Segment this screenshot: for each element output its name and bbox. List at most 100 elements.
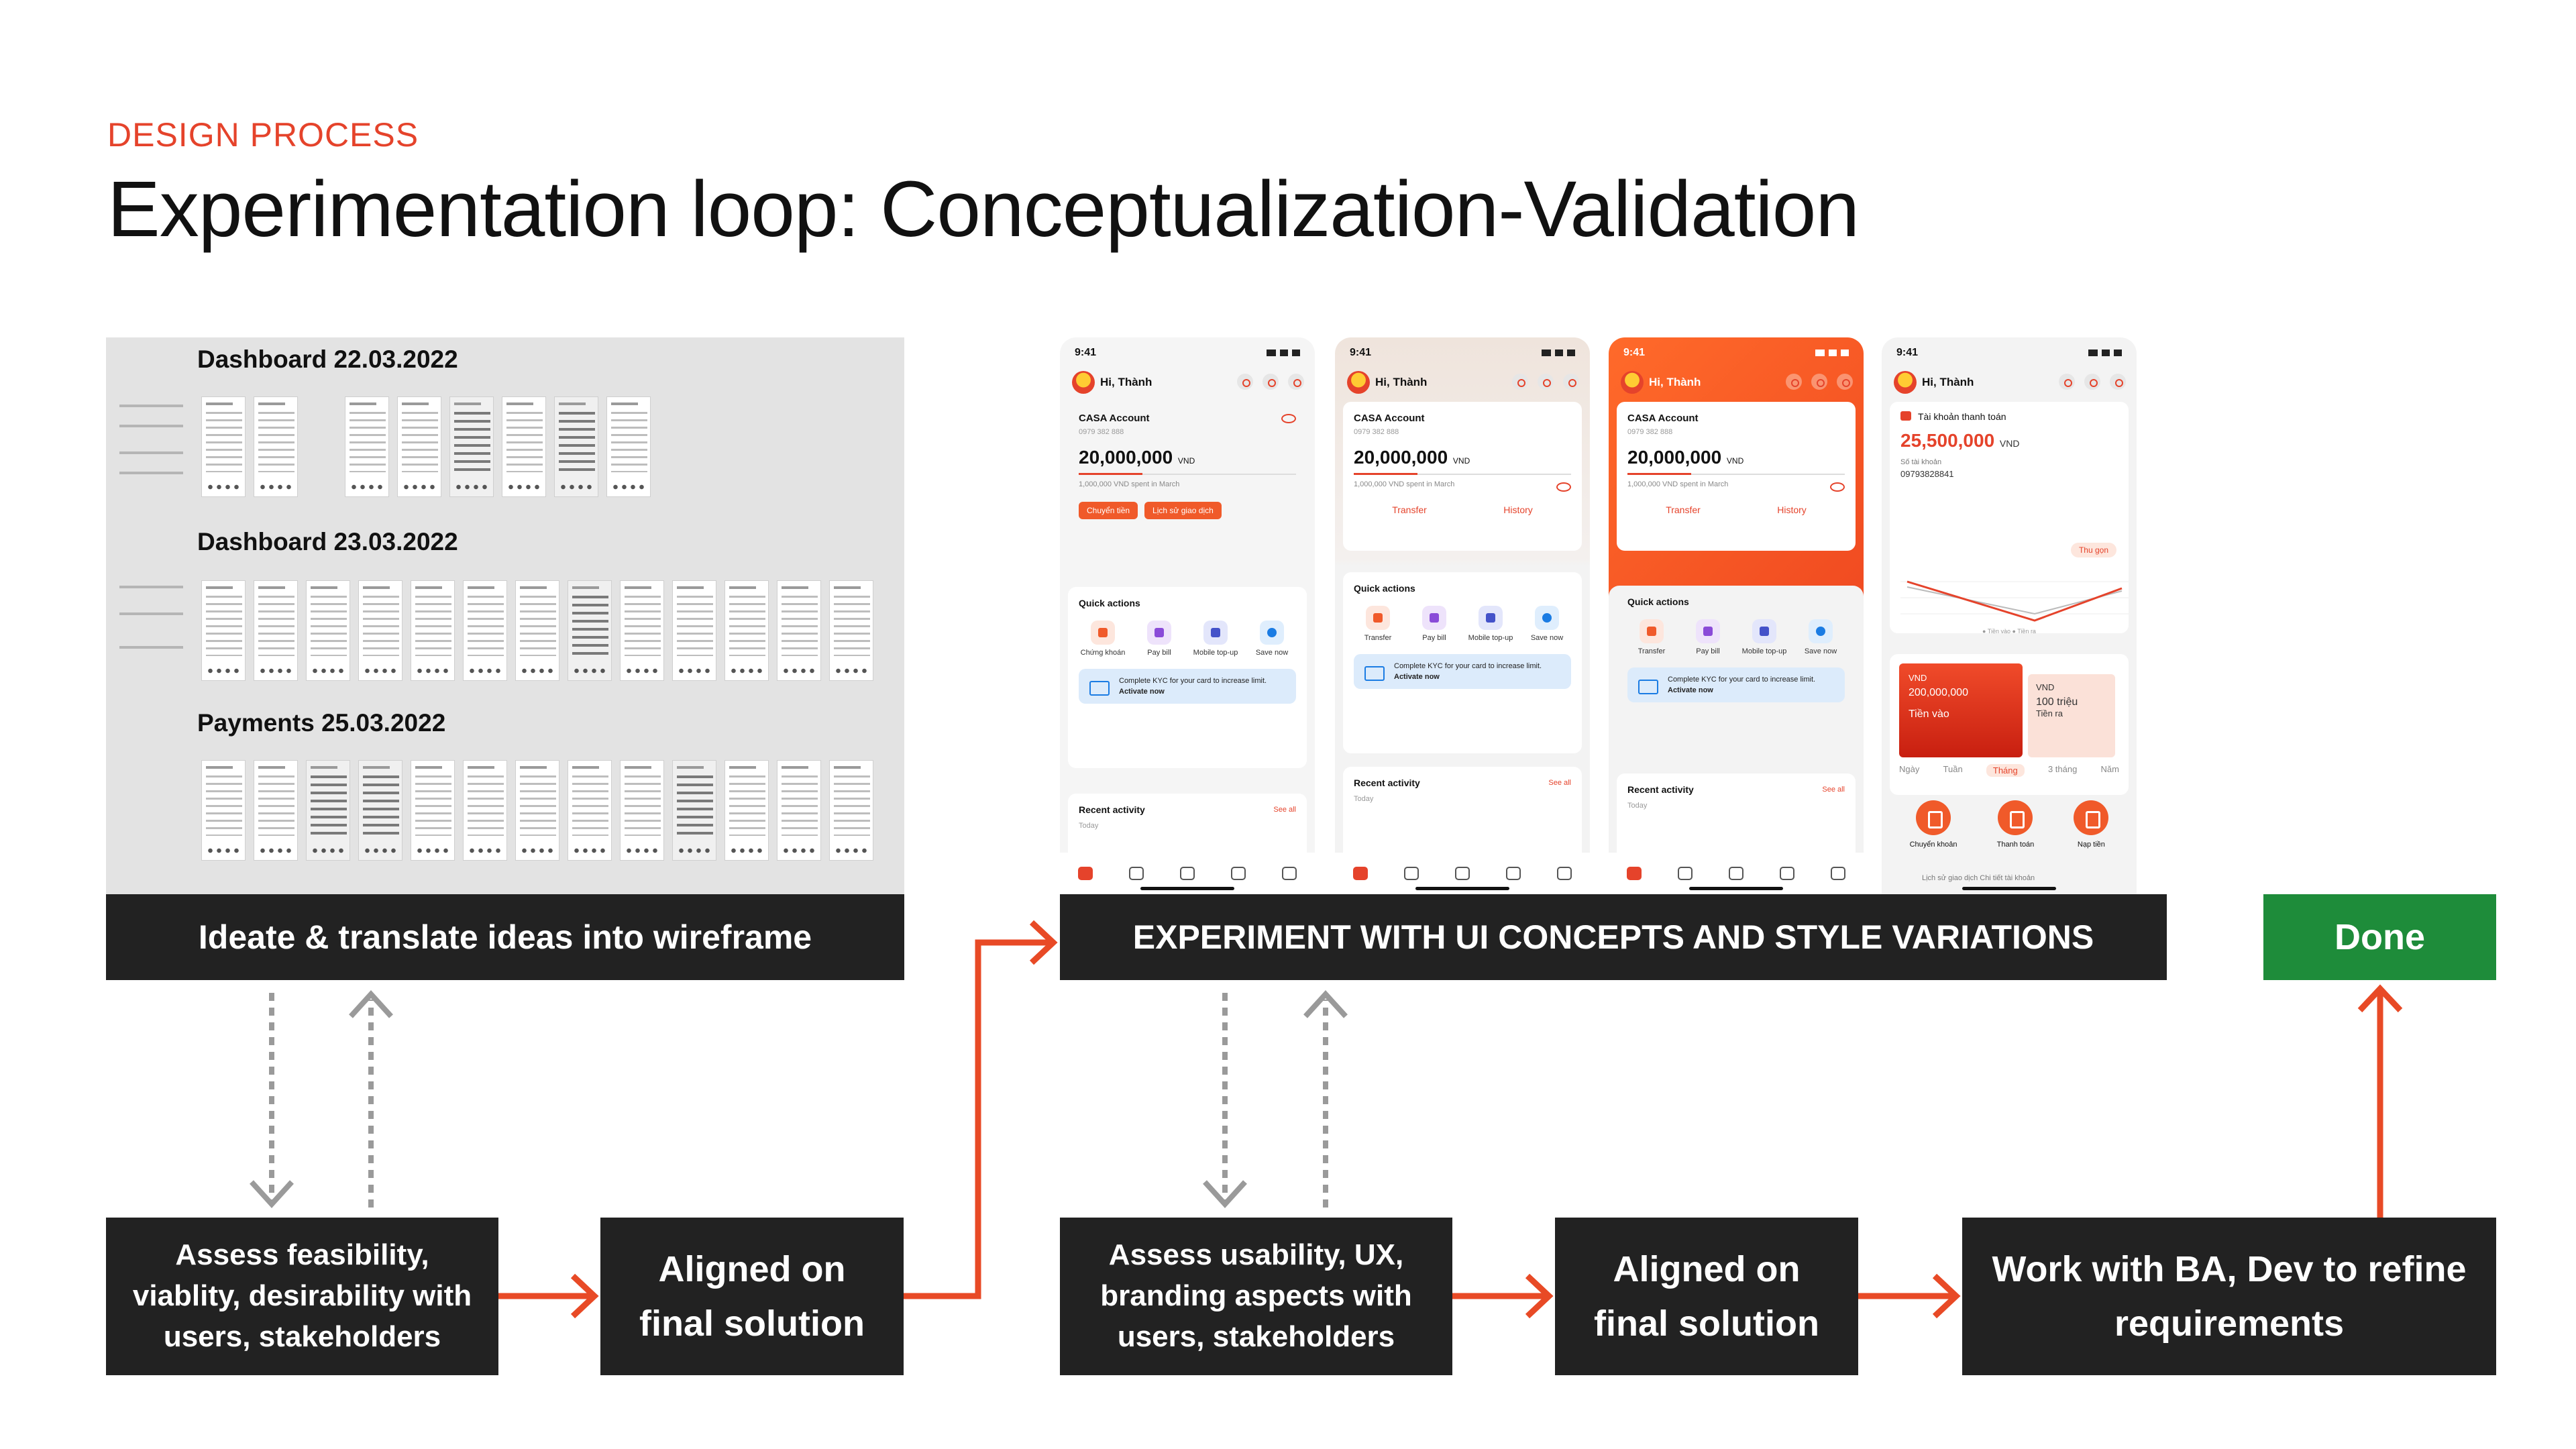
period-week[interactable]: Tuần bbox=[1943, 764, 1963, 774]
eye-off-icon[interactable] bbox=[1556, 482, 1571, 492]
wireframe-row-2 bbox=[201, 580, 873, 681]
period-year[interactable]: Năm bbox=[2100, 764, 2119, 774]
header-icons bbox=[1786, 374, 1853, 390]
qa-mobile[interactable]: Mobile top-up bbox=[1191, 621, 1240, 657]
transfer-tab-icon[interactable] bbox=[1729, 867, 1743, 880]
qa-transfer[interactable]: Transfer bbox=[1354, 606, 1402, 642]
rewards-tab-icon[interactable] bbox=[1506, 867, 1521, 880]
quick-actions-title: Quick actions bbox=[1079, 598, 1140, 608]
spent-text: 1,000,000 VND spent in March bbox=[1354, 480, 1455, 488]
period-3months[interactable]: 3 tháng bbox=[2047, 764, 2078, 774]
see-all-link[interactable]: See all bbox=[1822, 786, 1845, 794]
bell-icon[interactable] bbox=[2110, 374, 2126, 390]
home-tab-icon[interactable] bbox=[1627, 867, 1642, 880]
money-in-tile[interactable]: VND 200,000,000 Tiền vào bbox=[1899, 663, 2023, 757]
qr-icon[interactable] bbox=[1811, 374, 1827, 390]
see-all-link[interactable]: See all bbox=[1273, 806, 1296, 814]
qa-mobile[interactable]: Mobile top-up bbox=[1466, 606, 1515, 642]
assess-usability-box: Assess usability, UX, branding aspects w… bbox=[1060, 1218, 1452, 1375]
transfer-link[interactable]: Transfer bbox=[1392, 504, 1427, 515]
piggy-icon bbox=[1535, 606, 1559, 630]
qa-paybill[interactable]: Pay bill bbox=[1135, 621, 1183, 657]
ideate-label: Ideate & translate ideas into wireframe bbox=[106, 894, 904, 980]
collapse-button[interactable]: Thu gọn bbox=[2070, 543, 2116, 557]
home-tab-icon[interactable] bbox=[1078, 867, 1093, 880]
phone-concept-3: 9:41 Hi, Thành CASA Account 0979 382 888… bbox=[1609, 337, 1864, 894]
kyc-banner[interactable]: Complete KYC for your card to increase l… bbox=[1627, 667, 1845, 702]
status-time: 9:41 bbox=[1075, 347, 1097, 358]
search-icon[interactable] bbox=[1512, 374, 1528, 390]
account-card: CASA Account 0979 382 888 20,000,000 VND… bbox=[1068, 402, 1307, 551]
rewards-tab-icon[interactable] bbox=[1231, 867, 1246, 880]
qa-save[interactable]: Save now bbox=[1523, 606, 1571, 642]
mobile-icon bbox=[1203, 621, 1228, 645]
bell-icon[interactable] bbox=[1563, 374, 1579, 390]
qr-icon[interactable] bbox=[2084, 374, 2100, 390]
history-button[interactable]: Lịch sử giao dịch bbox=[1144, 502, 1222, 519]
see-all-link[interactable]: See all bbox=[1548, 779, 1571, 787]
account-name[interactable]: CASA Account bbox=[1354, 413, 1425, 424]
history-link[interactable]: History bbox=[1777, 504, 1807, 515]
bottom-links[interactable]: Lịch sử giao dịch Chi tiết tài khoản bbox=[1922, 874, 2035, 882]
balance: 20,000,000 VND bbox=[1627, 447, 1845, 475]
status-icons bbox=[1267, 350, 1300, 356]
search-icon[interactable] bbox=[1786, 374, 1802, 390]
transfer-tab-icon[interactable] bbox=[1180, 867, 1195, 880]
account-name[interactable]: CASA Account bbox=[1627, 413, 1699, 424]
wireframe-panel: Dashboard 22.03.2022 Dashboard 23.03.202… bbox=[106, 337, 904, 894]
account-name[interactable]: CASA Account bbox=[1079, 413, 1150, 424]
greeting: Hi, Thành bbox=[1649, 376, 1701, 388]
bell-icon[interactable] bbox=[1837, 374, 1853, 390]
qr-icon[interactable] bbox=[1263, 374, 1279, 390]
mobile-icon bbox=[1479, 606, 1503, 630]
wireframe-heading-2: Dashboard 23.03.2022 bbox=[197, 528, 458, 555]
search-icon[interactable] bbox=[1237, 374, 1253, 390]
refine-requirements-box: Work with BA, Dev to refine requirements bbox=[1962, 1218, 2496, 1375]
wireframe-heading-1: Dashboard 22.03.2022 bbox=[197, 345, 458, 373]
rewards-tab-icon[interactable] bbox=[1780, 867, 1794, 880]
menu-tab-icon[interactable] bbox=[1831, 867, 1845, 880]
wireframe-row-3 bbox=[201, 760, 873, 861]
eye-off-icon[interactable] bbox=[1830, 482, 1845, 492]
qa-mobile[interactable]: Mobile top-up bbox=[1740, 619, 1788, 655]
search-icon[interactable] bbox=[2059, 374, 2075, 390]
home-tab-icon[interactable] bbox=[1353, 867, 1368, 880]
period-month[interactable]: Tháng bbox=[1986, 764, 2025, 777]
bell-icon[interactable] bbox=[1288, 374, 1304, 390]
period-day[interactable]: Ngày bbox=[1899, 764, 1920, 774]
dotted-arrowhead-down-1 bbox=[250, 1180, 294, 1208]
chart-legend: ● Tiền vào ● Tiền ra bbox=[1982, 628, 2036, 635]
wallet-tab-icon[interactable] bbox=[1678, 867, 1693, 880]
transfer-icon bbox=[1366, 606, 1390, 630]
balance: 25,500,000 VND bbox=[1900, 430, 2020, 451]
kyc-banner[interactable]: Complete KYC for your card to increase l… bbox=[1354, 654, 1571, 689]
wallet-tab-icon[interactable] bbox=[1404, 867, 1419, 880]
transfer-button[interactable]: Chuyển tiền bbox=[1079, 502, 1138, 519]
avatar bbox=[1621, 371, 1644, 394]
transfer-link[interactable]: Transfer bbox=[1666, 504, 1701, 515]
arrow-aligned-to-experiment bbox=[904, 939, 1051, 1299]
menu-tab-icon[interactable] bbox=[1557, 867, 1572, 880]
receipt-icon bbox=[1998, 800, 2033, 835]
qa-save[interactable]: Save now bbox=[1248, 621, 1296, 657]
qa-stock[interactable]: Chứng khoán bbox=[1079, 621, 1127, 657]
kyc-banner[interactable]: Complete KYC for your card to increase l… bbox=[1079, 669, 1296, 704]
money-out-tile[interactable]: VND 100 triệu Tiền ra bbox=[2028, 674, 2115, 757]
action-payment[interactable]: Thanh toán bbox=[1997, 800, 2034, 849]
action-topup[interactable]: Nạp tiền bbox=[2074, 800, 2109, 849]
wallet-tab-icon[interactable] bbox=[1129, 867, 1144, 880]
menu-tab-icon[interactable] bbox=[1282, 867, 1297, 880]
qa-transfer[interactable]: Transfer bbox=[1627, 619, 1676, 655]
qa-save[interactable]: Save now bbox=[1796, 619, 1845, 655]
qa-paybill[interactable]: Pay bill bbox=[1410, 606, 1458, 642]
eye-off-icon[interactable] bbox=[1281, 414, 1296, 423]
qr-icon[interactable] bbox=[1538, 374, 1554, 390]
qa-paybill[interactable]: Pay bill bbox=[1684, 619, 1732, 655]
cashflow-card: VND 200,000,000 Tiền vào VND 100 triệu T… bbox=[1890, 654, 2129, 795]
history-link[interactable]: History bbox=[1503, 504, 1533, 515]
transfer-tab-icon[interactable] bbox=[1455, 867, 1470, 880]
account-number: 0979 382 888 bbox=[1627, 428, 1673, 436]
action-transfer[interactable]: Chuyển khoản bbox=[1910, 800, 1957, 849]
account-name[interactable]: Tài khoản thanh toán bbox=[1900, 411, 2118, 422]
spent-text: 1,000,000 VND spent in March bbox=[1627, 480, 1729, 488]
